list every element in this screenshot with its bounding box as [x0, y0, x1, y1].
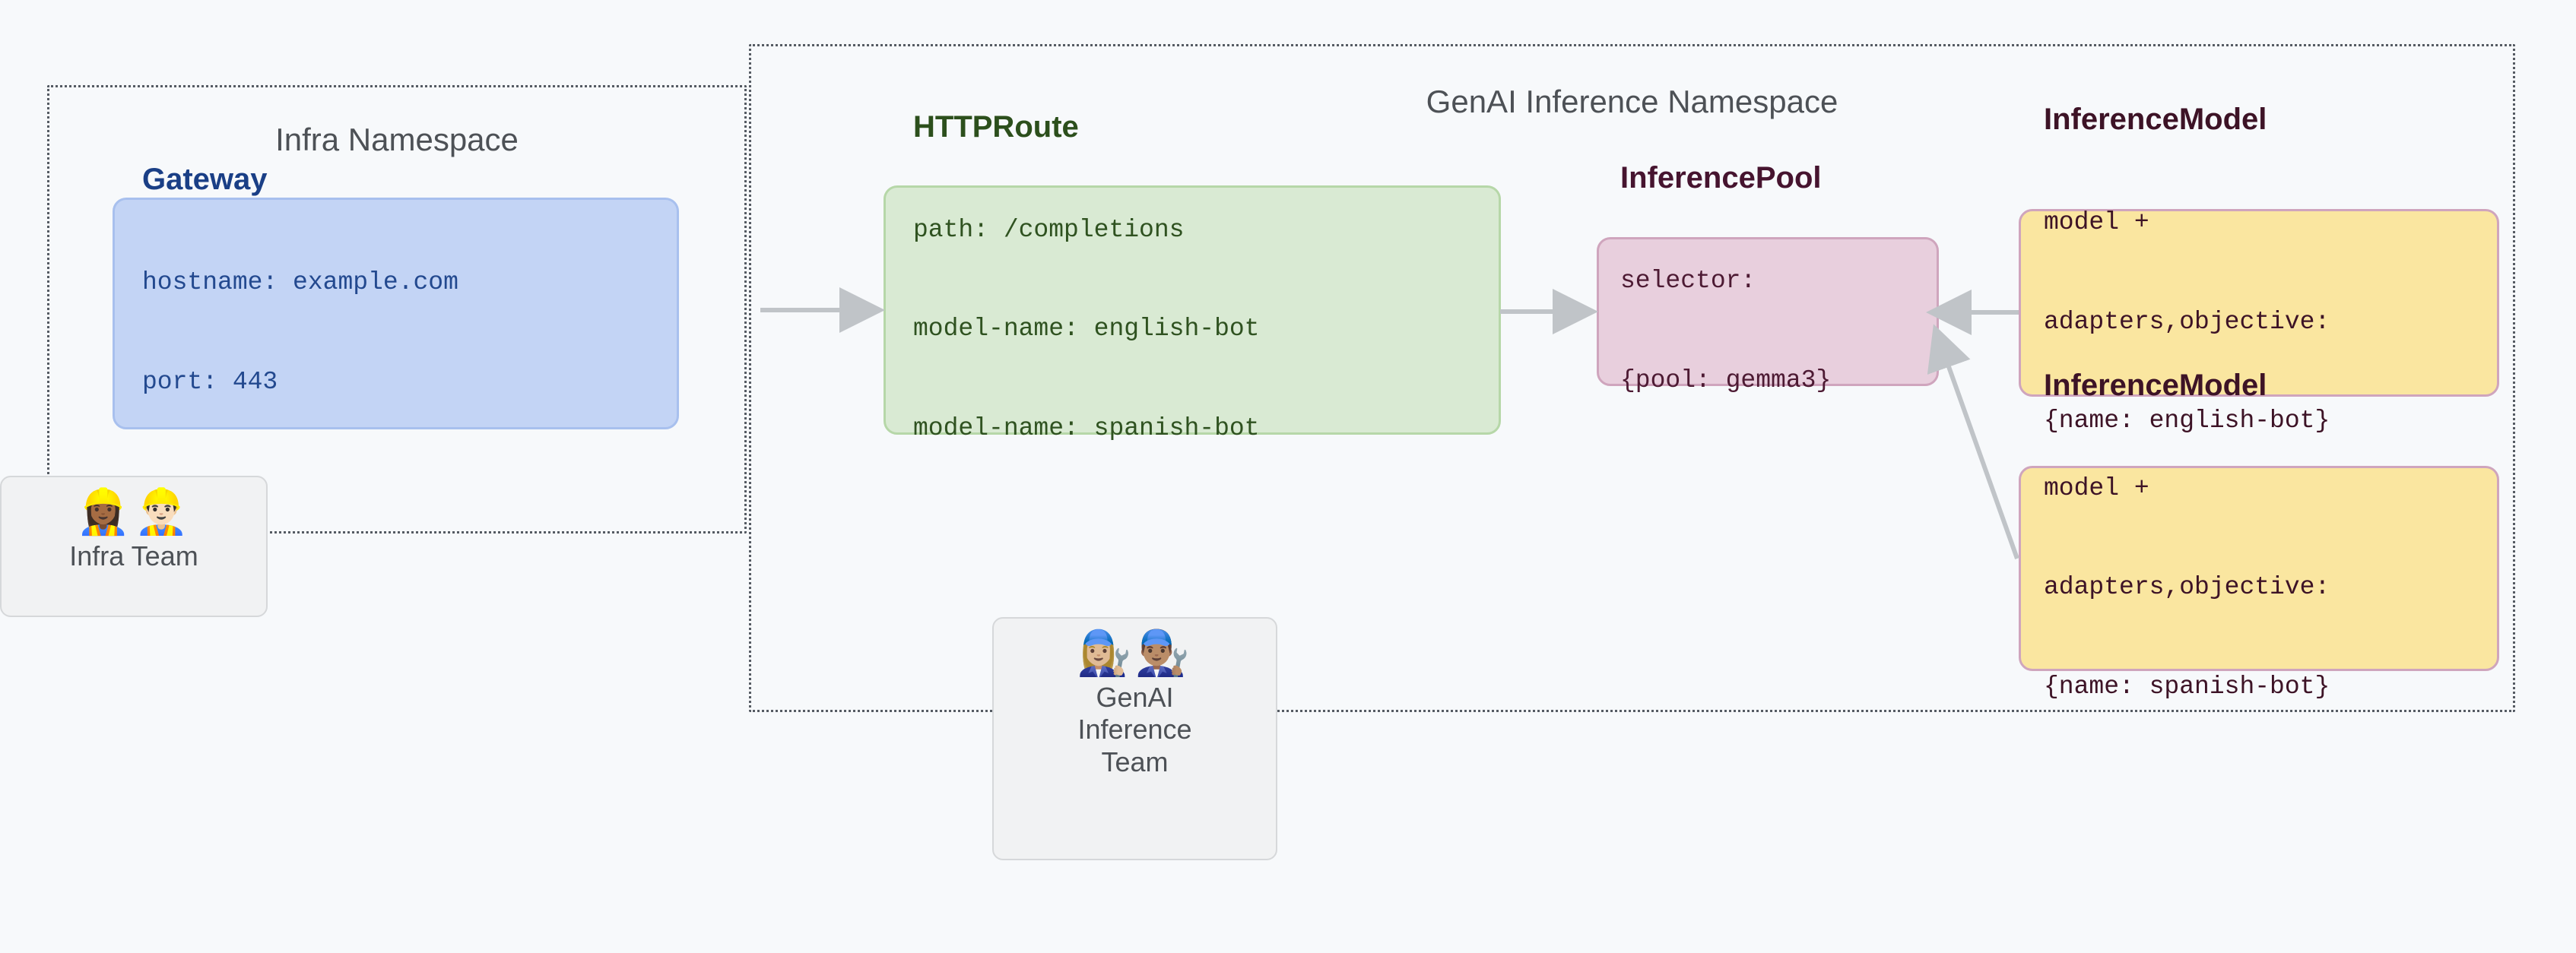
card-inferencepool[interactable]: InferencePool selector: {pool: gemma3}	[1597, 161, 1939, 394]
infra-team-emoji-icon: 👷🏾‍♀️👷🏻‍♂️	[75, 487, 192, 537]
card-inferencemodel-english-line-model: model +	[2044, 208, 2149, 237]
card-httproute-line-path: path: /completions	[913, 215, 1185, 244]
card-inferencemodel-english-title: InferenceModel	[2044, 103, 2267, 136]
card-gateway-lines: hostname: example.com port: 443	[115, 200, 677, 464]
namespace-genai	[749, 44, 2515, 712]
card-inferencemodel-spanish-line-name: {name: spanish-bot}	[2044, 672, 2330, 701]
card-inferencemodel-english-line-name: {name: english-bot}	[2044, 407, 2330, 435]
card-inferencemodel-spanish-lines: model + adapters,objective: {name: spani…	[2021, 406, 2497, 770]
card-inferencemodel-english-line-adapters: adapters,objective:	[2044, 307, 2330, 336]
card-httproute-line-model-spanish: model-name: spanish-bot	[913, 413, 1260, 442]
card-httproute-line-model-english: model-name: english-bot	[913, 315, 1260, 344]
card-gateway-line-port: port: 443	[142, 368, 278, 397]
card-inferencemodel-spanish-title: InferenceModel	[2044, 368, 2267, 402]
card-gateway[interactable]: Gateway hostname: example.com port: 443	[113, 163, 679, 429]
card-inferencepool-title: InferencePool	[1620, 160, 1822, 195]
namespace-infra-title: Infra Namespace	[275, 122, 519, 157]
card-inferencemodel-spanish-line-model: model +	[2044, 473, 2149, 502]
card-inferencemodel-spanish-line-adapters: adapters,objective:	[2044, 573, 2330, 602]
namespace-infra	[47, 85, 747, 533]
card-httproute-lines: path: /completions model-name: english-b…	[886, 147, 1499, 511]
card-inferencemodel-english-lines: model + adapters,objective: {name: engli…	[2021, 140, 2497, 504]
team-card-genai[interactable]: 👩🏼‍🔧👨🏽‍🔧 GenAI Inference Team	[992, 617, 1277, 860]
card-inferencemodel-english[interactable]: InferenceModel model + adapters,objectiv…	[2019, 103, 2499, 435]
card-inferencemodel-spanish[interactable]: InferenceModel model + adapters,objectiv…	[2019, 369, 2499, 701]
genai-team-label: GenAI Inference Team	[1077, 681, 1192, 777]
card-inferencepool-line-selector: selector:	[1620, 266, 1756, 295]
card-httproute[interactable]: HTTPRoute path: /completions model-name:…	[884, 110, 1501, 442]
team-card-infra[interactable]: 👷🏾‍♀️👷🏻‍♂️ Infra Team	[0, 476, 268, 617]
genai-team-emoji-icon: 👩🏼‍🔧👨🏽‍🔧	[1077, 628, 1193, 678]
namespace-genai-title: GenAI Inference Namespace	[1426, 84, 1838, 119]
card-gateway-line-hostname: hostname: example.com	[142, 268, 458, 297]
card-gateway-title: Gateway	[142, 163, 268, 197]
card-httproute-title: HTTPRoute	[913, 109, 1079, 144]
infra-team-label: Infra Team	[69, 540, 198, 571]
card-inferencepool-line-pool: {pool: gemma3}	[1620, 366, 1832, 394]
card-inferencepool-lines: selector: {pool: gemma3}	[1599, 198, 1937, 463]
